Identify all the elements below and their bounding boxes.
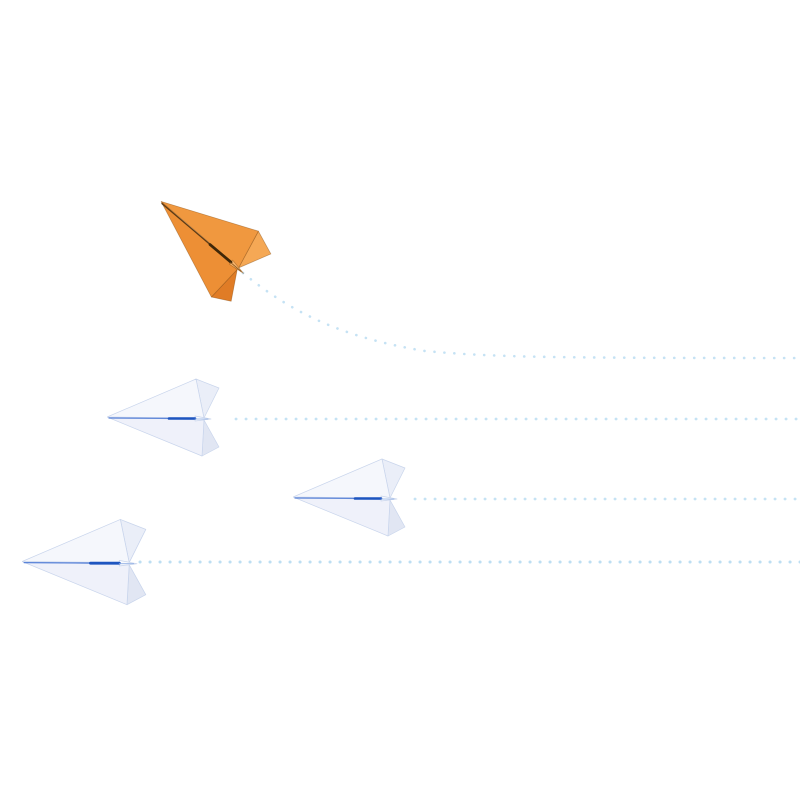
plane-facet-bottom-wing xyxy=(107,416,205,457)
plane-facet-bottom-wing xyxy=(293,496,391,537)
plane-facet-bottom-back xyxy=(126,564,147,606)
plane-facet-bottom-back xyxy=(201,419,220,457)
plane-facet-top-wing xyxy=(107,378,205,419)
plane-facet-top-wing xyxy=(22,519,130,563)
plane-facet-bottom-wing xyxy=(22,561,130,606)
paper-plane-white-1 xyxy=(107,375,221,459)
paper-plane-white-2 xyxy=(293,455,407,539)
paper-plane-orange-lead xyxy=(133,168,281,313)
plane-center-stripe-faint xyxy=(230,262,242,272)
plane-center-stripe-bar xyxy=(208,243,233,264)
plane-facet-bottom-back xyxy=(387,499,406,537)
plane-facet-top-wing xyxy=(293,458,391,499)
lead-plane-trail-curved xyxy=(241,271,800,360)
plane-facet-top-wing xyxy=(160,201,259,269)
paper-plane-white-3 xyxy=(22,515,148,608)
